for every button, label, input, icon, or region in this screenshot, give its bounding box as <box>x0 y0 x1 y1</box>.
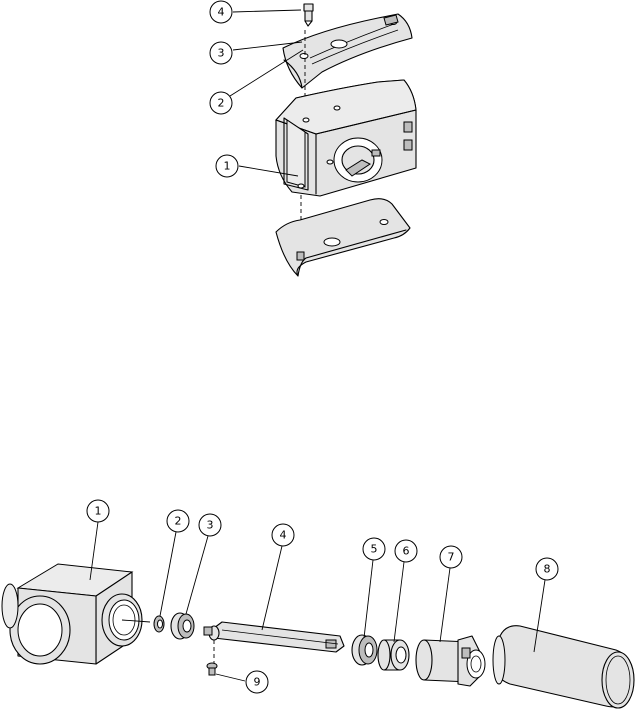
shaft-part <box>203 621 345 653</box>
callout-label: 3 <box>207 519 214 532</box>
callout-label: 6 <box>403 545 410 558</box>
callout-label: 3 <box>218 47 225 60</box>
callout-upper-1: 1 <box>215 154 299 178</box>
callout-lower-6: 6 <box>393 539 418 643</box>
bearing-part <box>170 612 195 640</box>
seal-ring-part <box>351 634 378 666</box>
callout-lower-4: 4 <box>261 523 295 631</box>
callout-label: 4 <box>280 529 287 542</box>
callout-lower-9: 9 <box>215 670 269 694</box>
bolt-part <box>303 3 314 27</box>
callout-upper-3: 3 <box>209 41 303 65</box>
callout-label: 4 <box>218 6 225 19</box>
callout-label: 5 <box>371 543 378 556</box>
callout-label: 7 <box>448 551 455 564</box>
o-ring-part <box>153 615 165 633</box>
callout-label: 1 <box>224 160 231 173</box>
callout-lower-8: 8 <box>533 557 559 653</box>
callout-label: 8 <box>544 563 551 576</box>
callout-upper-2: 2 <box>209 49 304 115</box>
callout-label: 2 <box>218 97 225 110</box>
callout-lower-2: 2 <box>159 509 190 617</box>
upper-exploded-assembly: 4 3 2 1 <box>209 0 417 277</box>
top-cover-part <box>282 13 413 89</box>
callout-lower-3: 3 <box>185 513 222 615</box>
lower-exploded-assembly: 1 2 3 4 5 6 7 <box>1 499 635 709</box>
cover-tube-part <box>492 625 635 709</box>
housing-part <box>275 79 417 197</box>
screw-part <box>206 640 218 676</box>
callout-lower-5: 5 <box>362 537 386 639</box>
callout-label: 1 <box>95 505 102 518</box>
callout-label: 2 <box>175 515 182 528</box>
callout-label: 9 <box>254 676 261 689</box>
valve-body-part <box>1 563 151 665</box>
callout-lower-7: 7 <box>439 545 463 643</box>
callout-lower-1: 1 <box>86 499 110 581</box>
bushing-part <box>377 639 410 671</box>
bottom-cover-part <box>275 198 411 277</box>
callout-upper-4: 4 <box>209 0 302 24</box>
coupling-part <box>415 635 486 687</box>
